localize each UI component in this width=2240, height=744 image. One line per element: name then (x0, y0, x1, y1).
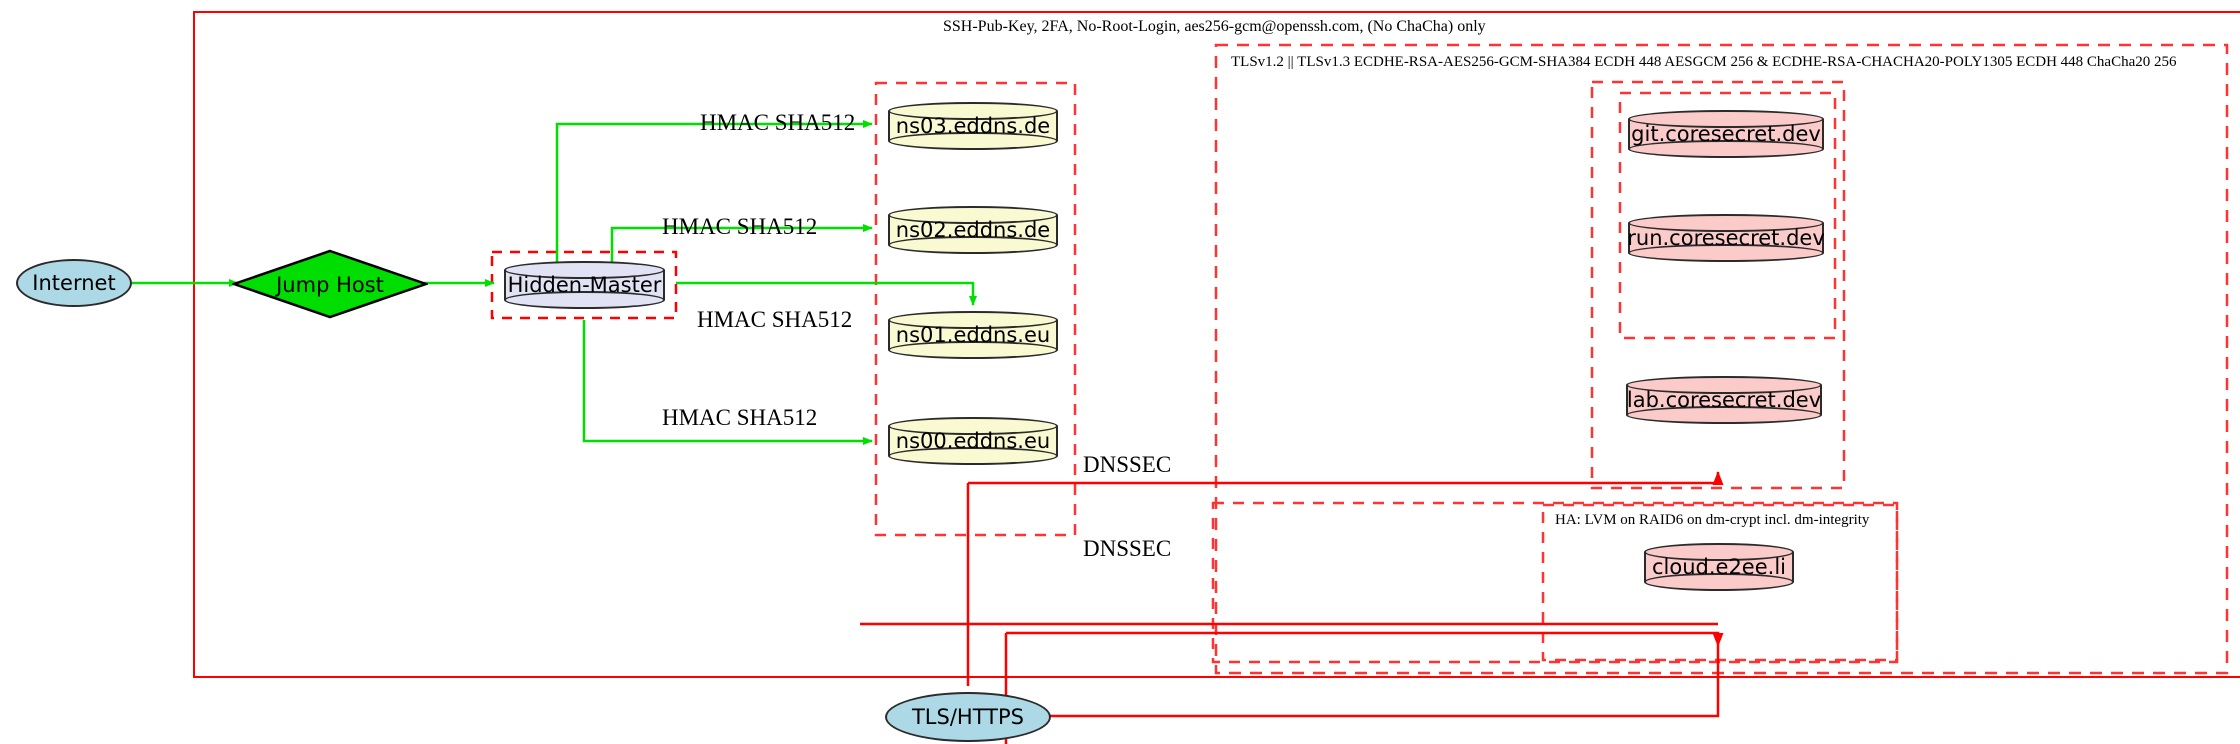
node-internet-label: Internet (32, 271, 116, 295)
edge-label-hmac-ns03: HMAC SHA512 (700, 110, 856, 135)
cluster-dns-servers (874, 81, 1077, 537)
cylinder-bottom (1644, 573, 1794, 591)
edge-hidden-to-ns01 (676, 281, 977, 306)
node-lab-coresecret-label: lab.coresecret.dev (1626, 388, 1822, 412)
cluster-label-tls: TLSv1.2 || TLSv1.3 ECDHE-RSA-AES256-GCM-… (1229, 54, 2179, 71)
node-ns00-label: ns00.eddns.eu (895, 429, 1051, 453)
node-hidden-master-label: Hidden-Master (507, 273, 662, 297)
cluster-hidden-master (490, 250, 678, 320)
node-git-coresecret[interactable]: git.coresecret.dev (1628, 110, 1824, 158)
cluster-label-outer-ssh: SSH-Pub-Key, 2FA, No-Root-Login, aes256-… (941, 18, 1488, 36)
edge-label-hmac-ns01: HMAC SHA512 (697, 307, 853, 332)
edge-hidden-to-ns03 (555, 120, 873, 262)
cylinder-top (1644, 543, 1794, 561)
cylinder-top (504, 261, 665, 279)
node-ns03-label: ns03.eddns.de (895, 114, 1051, 138)
edge-hidden-to-ns02 (610, 224, 873, 262)
node-lab-coresecret[interactable]: lab.coresecret.dev (1626, 376, 1822, 424)
cylinder-top (1628, 214, 1824, 232)
cylinder-bottom (888, 132, 1058, 150)
edge-label-dnssec-lower: DNSSEC (1083, 536, 1172, 561)
node-ns00[interactable]: ns00.eddns.eu (888, 417, 1058, 465)
node-ns02-label: ns02.eddns.de (895, 218, 1051, 242)
node-cloud-e2ee-label: cloud.e2ee.li (1651, 555, 1786, 579)
cylinder-top (888, 311, 1058, 329)
cylinder-bottom (504, 291, 665, 309)
node-git-coresecret-label: git.coresecret.dev (1631, 122, 1821, 146)
edge-hidden-to-ns00 (582, 320, 873, 445)
cylinder-bottom (1628, 244, 1824, 262)
node-tls-https[interactable]: TLS/HTTPS (885, 692, 1051, 742)
cylinder-top (888, 417, 1058, 435)
node-ns03[interactable]: ns03.eddns.de (888, 102, 1058, 150)
node-hidden-master[interactable]: Hidden-Master (504, 261, 665, 309)
edge-tlshttps-to-outer (1050, 646, 1720, 718)
node-cloud-e2ee[interactable]: cloud.e2ee.li (1644, 543, 1794, 591)
node-run-coresecret-label: run.coresecret.dev (1627, 226, 1825, 250)
cylinder-top (1626, 376, 1822, 394)
cluster-outer-ssh (193, 11, 2240, 678)
cylinder-bottom (1628, 140, 1824, 158)
edge-dnssec-to-ha (1006, 631, 1724, 647)
cylinder-top (1628, 110, 1824, 128)
cluster-coresecret-inner (1618, 91, 1837, 340)
node-internet[interactable]: Internet (16, 259, 132, 307)
cluster-label-ha: HA: LVM on RAID6 on dm-crypt incl. dm-in… (1553, 512, 1872, 529)
node-jumphost[interactable] (232, 249, 428, 319)
node-run-coresecret[interactable]: run.coresecret.dev (1627, 214, 1825, 262)
cluster-ha (1541, 503, 1899, 662)
node-ns01-label: ns01.eddns.eu (895, 323, 1051, 347)
cylinder-bottom (1626, 406, 1822, 424)
cluster-tls (1214, 43, 2229, 675)
node-jumphost-label: Jump Host (276, 273, 384, 297)
cylinder-bottom (888, 236, 1058, 254)
edge-label-hmac-ns02: HMAC SHA512 (662, 214, 818, 239)
cylinder-top (888, 102, 1058, 120)
node-ns02[interactable]: ns02.eddns.de (888, 206, 1058, 254)
cluster-coresecret-outer (1590, 80, 1846, 490)
cluster-dnssec-zone (1211, 501, 1899, 664)
cylinder-top (888, 206, 1058, 224)
cylinder-bottom (888, 341, 1058, 359)
cylinder-bottom (888, 447, 1058, 465)
node-ns01[interactable]: ns01.eddns.eu (888, 311, 1058, 359)
node-tls-https-label: TLS/HTTPS (911, 705, 1024, 729)
edge-dnssec-to-coresecret (968, 471, 1724, 485)
edge-label-dnssec-upper: DNSSEC (1083, 452, 1172, 477)
edge-label-hmac-ns00: HMAC SHA512 (662, 405, 818, 430)
